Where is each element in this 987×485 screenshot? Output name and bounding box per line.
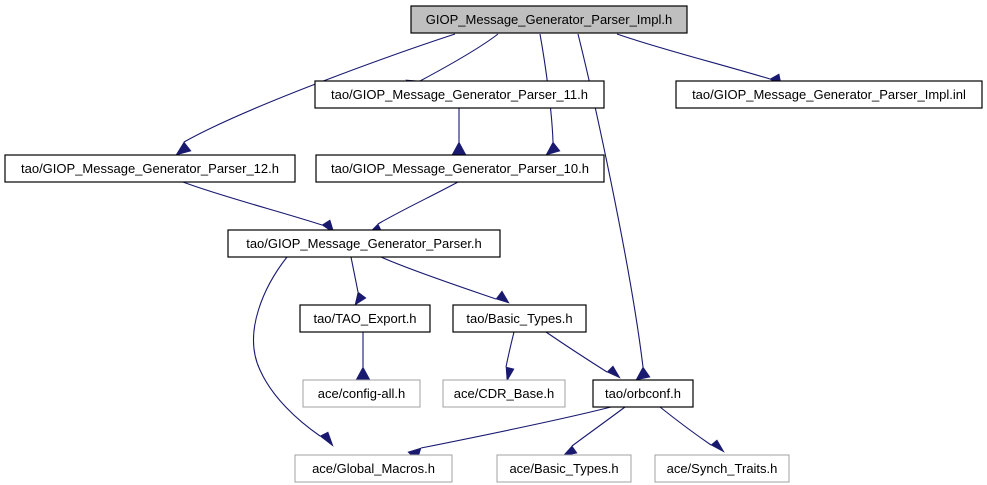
edge-line: [419, 33, 499, 82]
node-label: tao/GIOP_Message_Generator_Parser_Impl.i…: [692, 87, 966, 102]
node-global_macros[interactable]: ace/Global_Macros.h: [294, 454, 453, 483]
edge-orbconf-to-synch_traits: [659, 406, 725, 453]
node-box[interactable]: [315, 154, 605, 183]
arrowhead-icon: [355, 366, 371, 381]
node-label: ace/Global_Macros.h: [312, 461, 435, 476]
node-root[interactable]: GIOP_Message_Generator_Parser_Impl.h: [410, 5, 688, 34]
node-label: tao/orbconf.h: [605, 386, 681, 401]
edge-line: [252, 256, 321, 437]
edge-line: [377, 181, 459, 225]
node-box[interactable]: [592, 379, 694, 408]
edge-basic_types_tao-to-cdr_base: [505, 331, 515, 382]
edge-orbconf-to-basic_types_ace: [562, 406, 626, 457]
node-p10[interactable]: tao/GIOP_Message_Generator_Parser_10.h: [315, 154, 605, 183]
arrowhead-icon: [451, 141, 467, 156]
edge-p11-to-p10: [451, 108, 467, 156]
edge-root-to-impl_inl: [616, 33, 783, 89]
node-label: ace/Synch_Traits.h: [667, 461, 778, 476]
edge-line: [505, 331, 515, 368]
node-label: GIOP_Message_Generator_Parser_Impl.h: [426, 12, 672, 27]
node-orbconf[interactable]: tao/orbconf.h: [592, 379, 694, 408]
edge-root-to-orbconf: [577, 33, 651, 381]
node-label: ace/CDR_Base.h: [454, 386, 554, 401]
node-tao_export[interactable]: tao/TAO_Export.h: [299, 304, 431, 333]
node-label: ace/Basic_Types.h: [509, 461, 618, 476]
arrowhead-icon: [354, 291, 367, 306]
edge-line: [350, 256, 359, 293]
arrowhead-icon: [175, 141, 192, 156]
edge-p12-to-parser: [182, 181, 335, 234]
edge-parser-to-basic_types_tao: [380, 256, 510, 304]
node-box[interactable]: [294, 454, 453, 483]
node-label: tao/GIOP_Message_Generator_Parser.h: [246, 236, 482, 251]
edge-orbconf-to-global_macros: [407, 406, 612, 462]
node-cdr_base[interactable]: ace/CDR_Base.h: [442, 379, 566, 408]
node-box[interactable]: [654, 454, 790, 483]
edge-parser-to-global_macros: [252, 256, 334, 447]
arrowhead-icon: [495, 290, 510, 304]
arrowhead-icon: [319, 431, 334, 447]
node-label: tao/GIOP_Message_Generator_Parser_11.h: [331, 87, 588, 102]
edge-line: [571, 406, 626, 447]
node-label: tao/TAO_Export.h: [313, 311, 416, 326]
node-synch_traits[interactable]: ace/Synch_Traits.h: [654, 454, 790, 483]
node-parser[interactable]: tao/GIOP_Message_Generator_Parser.h: [227, 229, 501, 258]
edge-line: [577, 33, 644, 368]
edge-line: [659, 406, 712, 446]
node-basic_types_tao[interactable]: tao/Basic_Types.h: [452, 304, 587, 333]
edge-line: [380, 256, 497, 300]
node-box[interactable]: [675, 80, 983, 109]
node-box[interactable]: [410, 5, 688, 34]
edges-layer: [175, 33, 783, 462]
node-box[interactable]: [4, 154, 296, 183]
node-label: tao/GIOP_Message_Generator_Parser_10.h: [331, 161, 589, 176]
edge-line: [545, 331, 608, 373]
edge-tao_export-to-config_all: [355, 332, 371, 381]
edge-line: [182, 181, 323, 226]
node-box[interactable]: [314, 80, 605, 109]
edge-parser-to-tao_export: [350, 256, 367, 306]
node-box[interactable]: [299, 304, 431, 333]
node-p11[interactable]: tao/GIOP_Message_Generator_Parser_11.h: [314, 80, 605, 109]
arrowhead-icon: [505, 366, 515, 382]
node-box[interactable]: [442, 379, 566, 408]
edge-line: [616, 33, 771, 80]
edge-p10-to-parser: [367, 181, 459, 235]
node-basic_types_ace[interactable]: ace/Basic_Types.h: [496, 454, 632, 483]
arrowhead-icon: [710, 439, 725, 453]
node-box[interactable]: [452, 304, 587, 333]
arrowhead-icon: [545, 141, 561, 156]
node-box[interactable]: [496, 454, 632, 483]
edge-line: [420, 406, 612, 449]
nodes-layer: GIOP_Message_Generator_Parser_Impl.h tao/…: [4, 5, 983, 483]
node-box[interactable]: [227, 229, 501, 258]
node-label: tao/GIOP_Message_Generator_Parser_12.h: [21, 161, 279, 176]
node-p12[interactable]: tao/GIOP_Message_Generator_Parser_12.h: [4, 154, 296, 183]
arrowhead-icon: [606, 365, 621, 379]
node-impl_inl[interactable]: tao/GIOP_Message_Generator_Parser_Impl.i…: [675, 80, 983, 109]
edge-basic_types_tao-to-orbconf: [545, 331, 621, 379]
node-config_all[interactable]: ace/config-all.h: [302, 379, 421, 408]
node-label: ace/config-all.h: [318, 386, 405, 401]
node-label: tao/Basic_Types.h: [466, 311, 572, 326]
node-box[interactable]: [302, 379, 421, 408]
arrowhead-icon: [635, 366, 651, 381]
